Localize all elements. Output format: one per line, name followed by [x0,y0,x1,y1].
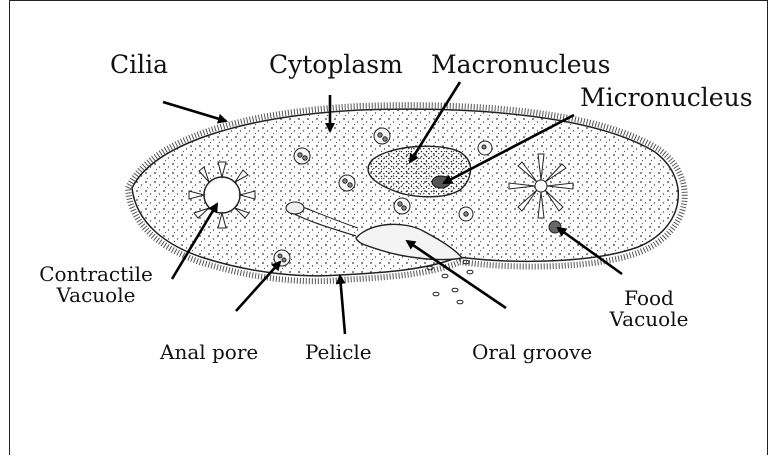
label-macronucleus: Macronucleus [431,52,610,78]
label-contractile: Contractile [35,264,157,285]
arrow-pelicle [340,276,345,334]
label-food-vacuole: Food Vacuole [608,288,690,330]
label-contractile-vacuole: Contractile Vacuole [35,264,157,306]
label-cilia: Cilia [110,52,168,78]
label-vacuole-2: Vacuole [608,309,690,330]
label-pelicle: Pelicle [305,342,372,363]
arrow-cilia [163,102,226,121]
label-food: Food [608,288,690,309]
label-anal-pore: Anal pore [160,342,258,363]
label-cytoplasm: Cytoplasm [269,52,403,78]
label-vacuole: Vacuole [35,285,157,306]
label-micronucleus: Micronucleus [580,85,753,111]
label-oral-groove: Oral groove [472,342,592,363]
